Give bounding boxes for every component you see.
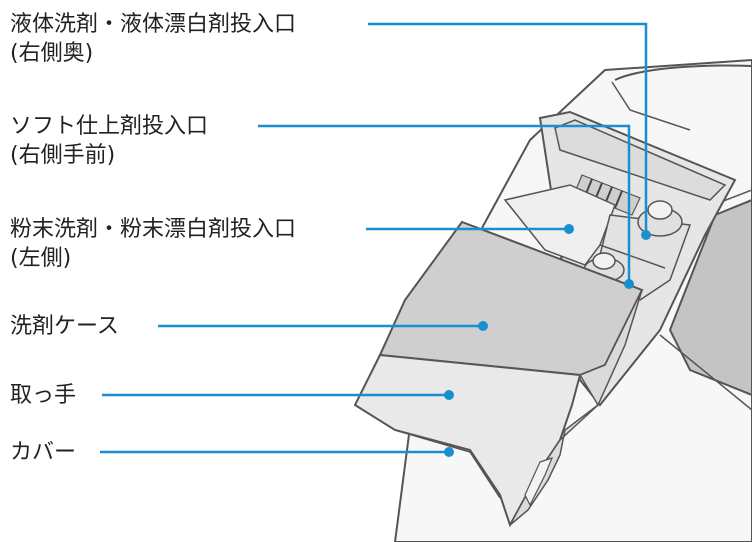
label-detergent-case: 洗剤ケース	[10, 312, 119, 341]
machine-top-curve	[611, 81, 691, 131]
machine-top-inner-edge	[614, 64, 752, 81]
dot-cover	[444, 447, 454, 457]
cover-inner-edge	[354, 404, 501, 499]
label-liquid-line2: (右側奥)	[10, 41, 94, 66]
label-handle-line1: 取っ手	[10, 383, 77, 408]
cover-hinge-slot	[524, 457, 554, 507]
dot-handle	[444, 390, 454, 400]
slot-line-4	[614, 190, 623, 209]
window-panel	[668, 198, 752, 397]
leader-liquid	[368, 22, 648, 235]
label-handle: 取っ手	[10, 381, 76, 410]
leader-dots	[444, 224, 651, 457]
label-softener-line2: (右側手前)	[10, 143, 116, 168]
dot-liquid	[641, 230, 651, 240]
dot-powder	[564, 224, 574, 234]
compartment-divider	[599, 244, 666, 269]
label-liquid-inlet: 液体洗剤・液体漂白剤投入口 (右側奥)	[10, 10, 296, 68]
leader-lines	[100, 22, 648, 454]
label-cover-line1: カバー	[10, 440, 77, 465]
case-side-wall	[578, 289, 643, 407]
label-case-line1: 洗剤ケース	[10, 314, 119, 339]
label-powder-line2: (左側)	[10, 246, 72, 271]
label-powder-line1: 粉末洗剤・粉末漂白剤投入口	[10, 217, 297, 242]
dot-case	[478, 321, 488, 331]
dot-softener	[624, 279, 634, 289]
liquid-cap	[647, 200, 673, 220]
label-softener-inlet: ソフト仕上剤投入口 (右側手前)	[10, 112, 208, 170]
softener-cap	[592, 252, 616, 270]
drawer-back-rail	[554, 119, 727, 201]
leader-softener	[258, 124, 631, 284]
drawer-back-slots	[574, 174, 641, 216]
label-powder-inlet: 粉末洗剤・粉末漂白剤投入口 (左側)	[10, 215, 296, 273]
label-cover: カバー	[10, 438, 76, 467]
label-softener-line1: ソフト仕上剤投入口	[10, 114, 209, 139]
label-liquid-line1: 液体洗剤・液体漂白剤投入口	[10, 12, 297, 37]
